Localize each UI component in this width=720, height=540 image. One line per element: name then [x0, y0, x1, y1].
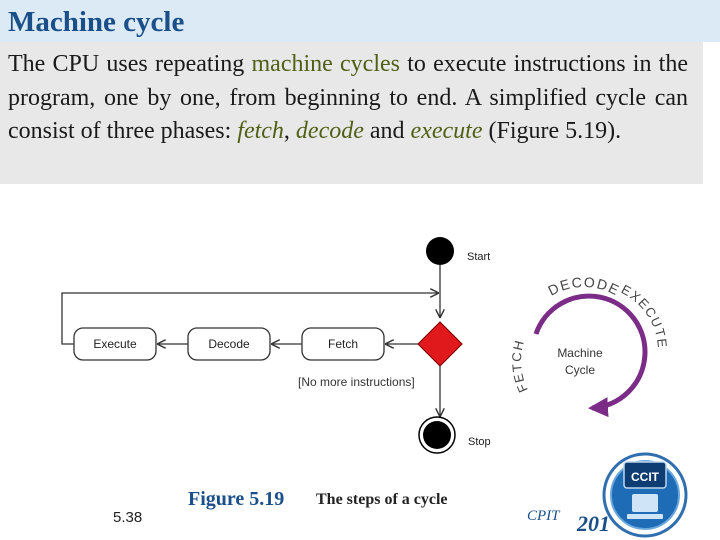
- course-code: CPIT: [527, 508, 560, 524]
- paragraph-box: [0, 42, 703, 184]
- ring-fetch-text: FETCH: [509, 338, 529, 395]
- decision-node: [417, 321, 463, 367]
- decode-term: decode: [295, 118, 364, 144]
- ring-center-line2: Cycle: [565, 363, 595, 377]
- para-text-5: (Figure 5.19).: [482, 118, 622, 144]
- guard-label: [No more instructions]: [298, 375, 415, 389]
- start-label: Start: [467, 251, 490, 263]
- para-text-1: The CPU uses repeating: [8, 51, 252, 77]
- execute-term: execute: [410, 118, 483, 144]
- page-title: Machine cycle: [8, 6, 185, 38]
- figure-caption-text: The steps of a cycle: [316, 491, 448, 508]
- figure-caption-label: Figure 5.19: [188, 488, 285, 510]
- stop-node: [423, 421, 451, 449]
- logo-text: CCIT: [631, 470, 660, 484]
- ring-center-line1: Machine: [557, 346, 603, 360]
- para-text-3: ,: [283, 118, 296, 144]
- intro-paragraph: The CPU uses repeating machine cycles to…: [8, 48, 688, 149]
- execute-box: [73, 327, 157, 361]
- cycle-ring: [533, 293, 648, 418]
- page-number: 5.38: [113, 509, 143, 526]
- title-bar: [0, 0, 720, 42]
- stop-label: Stop: [468, 436, 491, 448]
- ring-fetch-label: FETCH: [509, 338, 531, 395]
- para-text-2: to execute instructions in the program, …: [8, 51, 689, 144]
- execute-label: Execute: [93, 337, 137, 351]
- start-node: [426, 237, 454, 265]
- university-logo: CCIT: [602, 452, 688, 538]
- fetch-label: Fetch: [328, 337, 358, 351]
- course-number: 201: [577, 511, 610, 536]
- para-text-4: and: [363, 118, 411, 144]
- fetch-term: fetch: [237, 118, 284, 144]
- loop-arrow: [61, 293, 438, 345]
- decode-label: Decode: [208, 337, 250, 351]
- machine-cycles-term: machine cycles: [251, 51, 400, 77]
